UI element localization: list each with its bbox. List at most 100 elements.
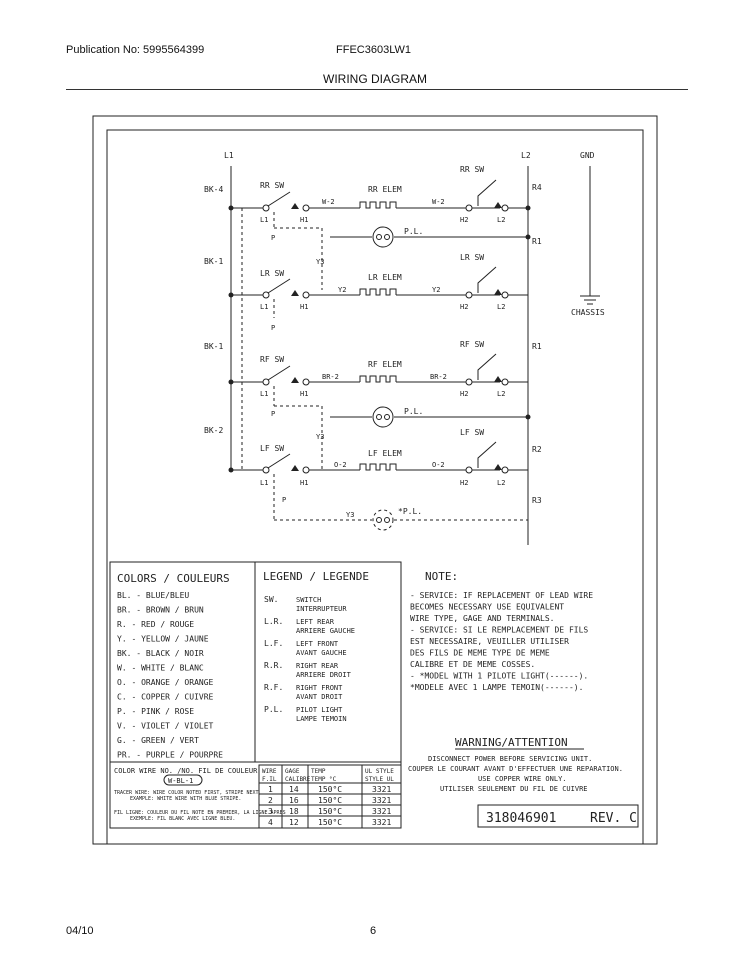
svg-text:H2: H2 [460, 479, 468, 487]
legend-text: RIGHT REAR [296, 662, 339, 670]
svg-text:R1: R1 [532, 342, 542, 351]
lf-circuit: LF SW L1 H1 P O-2 LF ELEM O-2 LF SW H2 L… [228, 428, 542, 520]
svg-text:H2: H2 [460, 303, 468, 311]
table-cell: 3321 [372, 796, 391, 805]
svg-text:O-2: O-2 [334, 461, 347, 469]
note-line: *MODELE AVEC 1 LAMPE TEMOIN(------). [410, 683, 583, 692]
svg-text:L2: L2 [497, 390, 505, 398]
svg-text:LF SW: LF SW [460, 428, 484, 437]
svg-text:R3: R3 [532, 496, 542, 505]
svg-text:EXAMPLE: WHITE WIRE WITH BLUE: EXAMPLE: WHITE WIRE WITH BLUE STRIPE. [130, 796, 241, 802]
legend-text: LEFT FRONT [296, 640, 339, 648]
svg-text:P: P [271, 234, 275, 242]
header-rule [66, 89, 688, 90]
legend-abbr: SW. [264, 595, 278, 604]
svg-text:RF SW: RF SW [460, 340, 484, 349]
table-cell: 150°C [318, 807, 342, 816]
table-cell: 150°C [318, 785, 342, 794]
svg-text:O-2: O-2 [432, 461, 445, 469]
pilot-light-1: P.L. R1 Y3 [274, 226, 542, 290]
color-item: R. - RED / ROUGE [117, 620, 194, 629]
pilot-light-3: *P.L. Y3 R3 [274, 490, 542, 531]
label-l1: L1 [224, 151, 234, 160]
model-number: FFEC3603LW1 [336, 44, 411, 56]
svg-text:P.L.: P.L. [404, 407, 423, 416]
svg-text:RF SW: RF SW [260, 355, 284, 364]
legend-abbr: L.F. [264, 639, 283, 648]
svg-text:R1: R1 [532, 237, 542, 246]
wire-bk1-b: BK-1 [204, 342, 223, 351]
legend-text: PILOT LIGHT [296, 706, 343, 714]
note-line: BECOMES NECESSARY USE EQUIVALENT [410, 603, 564, 612]
part-number-box [477, 804, 639, 828]
rr-elem-label: RR ELEM [368, 185, 402, 194]
revision: REV. C [590, 811, 637, 826]
legend-abbr: P.L. [264, 705, 283, 714]
note-line: - SERVICE: IF REPLACEMENT OF LEAD WIRE [410, 591, 593, 600]
warning-line: COUPER LE COURANT AVANT D'EFFECTUER UNE … [408, 765, 623, 773]
warning-text: DISCONNECT POWER BEFORE SERVICING UNIT. C… [408, 755, 623, 793]
table-cell: 1 [268, 785, 273, 794]
legend-text: ARRIERE GAUCHE [296, 627, 355, 635]
warning-line: DISCONNECT POWER BEFORE SERVICING UNIT. [428, 755, 592, 763]
color-item: Y. - YELLOW / JAUNE [117, 635, 209, 644]
wire-bk1-a: BK-1 [204, 257, 223, 266]
note-line: - SERVICE: SI LE REMPLACEMENT DE FILS [410, 626, 588, 635]
note-line: CALIBRE ET DE MEME COSSES. [410, 660, 535, 669]
lr-circuit: LR SW L1 H1 P Y2 LR ELEM Y2 LR SW H2 L2 [228, 253, 528, 332]
legend-text: INTERRUPTEUR [296, 605, 347, 613]
legend-abbr: R.F. [264, 683, 283, 692]
table-header: UL STYLE [365, 768, 394, 775]
svg-text:H1: H1 [300, 390, 308, 398]
svg-text:P: P [271, 324, 275, 332]
color-item: V. - VIOLET / VIOLET [117, 722, 214, 731]
svg-text:L1: L1 [260, 479, 268, 487]
svg-text:L1: L1 [260, 303, 268, 311]
rr-element [359, 201, 397, 209]
svg-text:H2: H2 [460, 216, 468, 224]
warning-title: WARNING/ATTENTION [455, 736, 568, 749]
svg-text:P.L.: P.L. [404, 227, 423, 236]
footer-page: 6 [370, 925, 377, 937]
color-item: BR. - BROWN / BRUN [117, 606, 204, 615]
page-title: WIRING DIAGRAM [323, 72, 427, 86]
svg-text:L2: L2 [497, 479, 505, 487]
svg-text:BR-2: BR-2 [430, 373, 447, 381]
color-item: C. - COPPER / CUIVRE [117, 693, 214, 702]
table-header: F.IL [262, 776, 277, 783]
table-cell: 150°C [318, 818, 342, 827]
wire-code-title: COLOR WIRE NO. /NO. FIL DE COULEUR [114, 767, 258, 775]
svg-text:R2: R2 [532, 445, 542, 454]
outer-frame [92, 115, 658, 845]
note-line: EST NECESSAIRE, VEUILLER UTILISER [410, 637, 569, 646]
table-cell: 14 [289, 785, 299, 794]
color-item: O. - ORANGE / ORANGE [117, 678, 214, 687]
legend-abbr: R.R. [264, 661, 283, 670]
svg-text:W-2: W-2 [322, 198, 335, 206]
table-cell: 3321 [372, 818, 391, 827]
svg-text:H1: H1 [300, 303, 308, 311]
svg-text:L1: L1 [260, 390, 268, 398]
note-title: NOTE: [425, 570, 458, 583]
table-header: CALIBRE [285, 776, 311, 783]
part-number: 318046901 [486, 811, 556, 826]
rf-circuit: RF SW L1 H1 P BR-2 RF ELEM BR-2 RF SW H2… [228, 340, 542, 418]
note-line: WIRE TYPE, GAGE AND TERMINALS. [410, 614, 555, 623]
svg-text:BR-2: BR-2 [322, 373, 339, 381]
legend-text: AVANT DROIT [296, 693, 343, 701]
publication-number: Publication No: 5995564399 [66, 44, 205, 56]
svg-text:Y3: Y3 [316, 258, 324, 266]
wire-bk4: BK-4 [204, 185, 223, 194]
warning-line: UTILISER SEULEMENT DU FIL DE CUIVRE [440, 785, 588, 793]
svg-text:L1: L1 [260, 216, 268, 224]
table-cell: 12 [289, 818, 299, 827]
table-header: TEMP °C [311, 776, 337, 783]
table-header: TEMP [311, 768, 326, 775]
color-item: P. - PINK / ROSE [117, 707, 194, 716]
legend-abbr: L.R. [264, 617, 283, 626]
svg-text:EXEMPLE: FIL BLANC AVEC LIGNE: EXEMPLE: FIL BLANC AVEC LIGNE BLEU. [130, 816, 235, 822]
svg-text:H2: H2 [460, 390, 468, 398]
svg-text:H1: H1 [300, 216, 308, 224]
lr-element [359, 288, 397, 296]
